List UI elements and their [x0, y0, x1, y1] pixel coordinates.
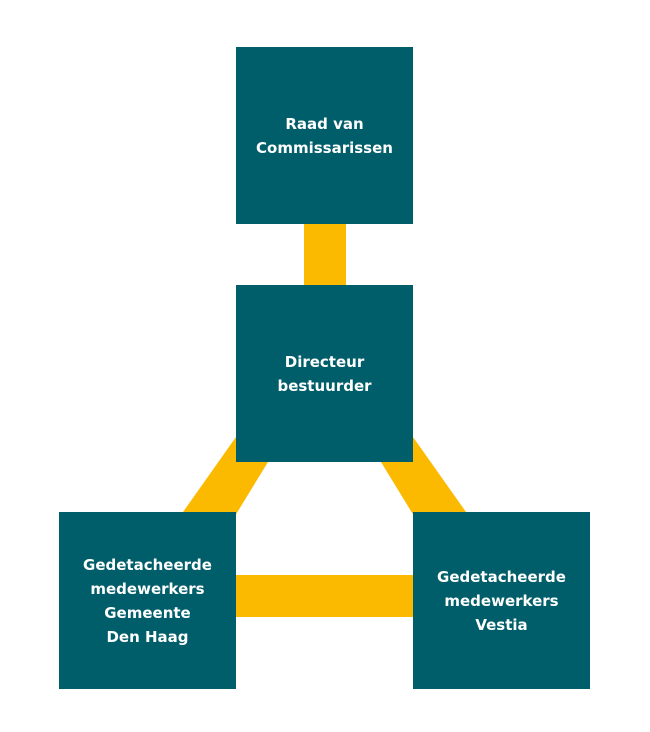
connector-directeur-gemeente: [183, 437, 268, 516]
connector-gemeente-vestia: [232, 575, 418, 617]
node-label: Directeur bestuurder: [277, 352, 372, 395]
node-directeur-bestuurder: Directeur bestuurder: [236, 285, 413, 462]
node-raad-van-commissarissen: Raad van Commissarissen: [236, 47, 413, 224]
connector-raad-directeur: [304, 220, 346, 290]
node-label: Gedetacheerde medewerkers Gemeente Den H…: [83, 555, 212, 646]
node-label: Raad van Commissarissen: [256, 114, 393, 157]
node-medewerkers-gemeente: Gedetacheerde medewerkers Gemeente Den H…: [59, 512, 236, 689]
node-label: Gedetacheerde medewerkers Vestia: [437, 567, 566, 634]
connector-directeur-vestia: [381, 437, 466, 516]
node-medewerkers-vestia: Gedetacheerde medewerkers Vestia: [413, 512, 590, 689]
